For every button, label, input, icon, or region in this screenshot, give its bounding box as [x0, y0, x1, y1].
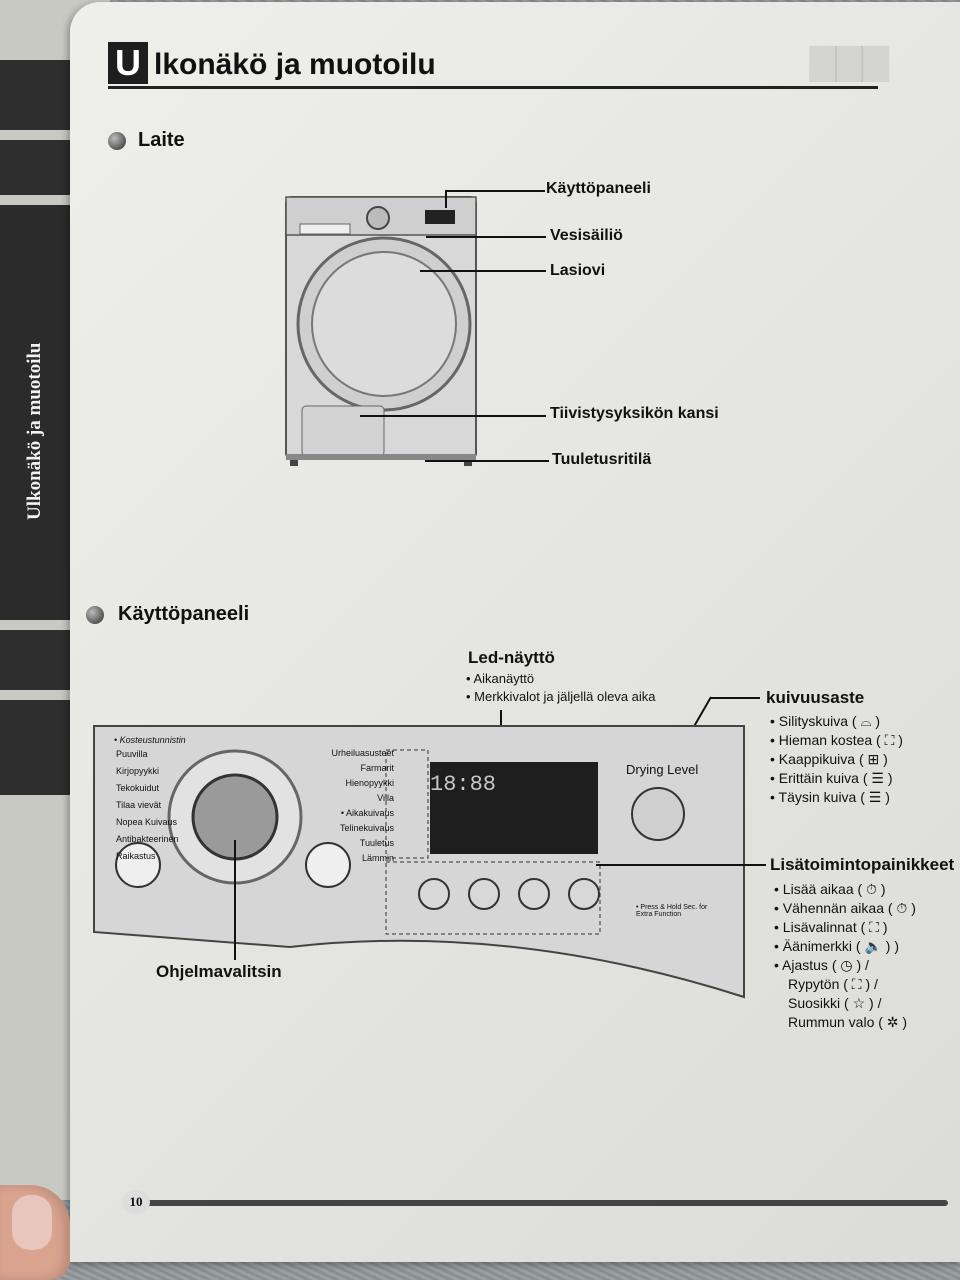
dryness-item: • Silityskuiva ( ⌓ )	[770, 713, 881, 729]
footer-rule	[128, 1200, 948, 1206]
led-item: • Merkkivalot ja jäljellä oleva aika	[466, 689, 656, 704]
previous-page-tab	[0, 60, 80, 130]
programs-left-list: Puuvilla Kirjopyykki Tekokuidut Tilaa vi…	[116, 749, 179, 861]
extra-item: • Äänimerkki ( 🔈 ) )	[774, 938, 900, 954]
extra-item: • Ajastus ( ◷ ) /	[774, 957, 869, 973]
control-panel-illustration	[93, 725, 745, 999]
led-list: • Aikanäyttö • Merkkivalot ja jäljellä o…	[466, 670, 656, 706]
label-vent-grille: Tuuletusritilä	[552, 451, 652, 468]
drying-level-knob-label: Drying Level	[626, 762, 699, 777]
extra-item: • Lisävalinnat ( ⛶ )	[774, 919, 888, 935]
extra-item: Suosikki ( ☆ ) /	[788, 995, 882, 1011]
title-underline	[108, 86, 878, 89]
led-title: Led-näyttö	[468, 648, 555, 667]
extra-functions-list: • Lisää aikaa ( ⏱ ) • Vähennän aikaa ( ⏱…	[774, 880, 916, 1032]
label-control-panel: Käyttöpaneeli	[546, 180, 651, 197]
manual-page: ▇▇▇ U lkonäkö ja muotoilu Laite Käyttöpa…	[70, 2, 960, 1262]
previous-page-tab	[0, 140, 80, 195]
page-number: 10	[122, 1190, 150, 1214]
title-initial-box: U	[108, 42, 148, 84]
dryness-item: • Täysin kuiva ( ☰ )	[770, 789, 890, 805]
previous-page-tab	[0, 700, 80, 795]
extra-functions-title: Lisätoimintopainikkeet	[770, 855, 955, 874]
extra-item: • Vähennän aikaa ( ⏱ )	[774, 900, 916, 916]
led-item: • Aikanäyttö	[466, 671, 535, 686]
led-display: 18:88	[430, 772, 497, 797]
label-glass-door: Lasiovi	[550, 262, 606, 279]
dryer-illustration	[285, 196, 477, 466]
label-water-tank: Vesisäiliö	[550, 227, 623, 244]
dryness-title: kuivuusaste	[766, 688, 865, 707]
chapter-side-tab	[0, 205, 75, 620]
previous-page-tab	[0, 630, 80, 690]
chapter-side-tab-label: Ulkonäkö ja muotoilu	[24, 342, 45, 520]
extra-item: • Lisää aikaa ( ⏱ )	[774, 881, 886, 897]
label-condenser-cover: Tiivistysyksikön kansi	[550, 405, 719, 422]
panel-header: • Kosteustunnistin	[114, 735, 186, 745]
dryness-item: • Hieman kostea ( ⛶ )	[770, 732, 903, 748]
fingernail	[12, 1195, 52, 1250]
program-selector-label: Ohjelmavalitsin	[156, 962, 282, 981]
extra-item: Rypytön ( ⛶ ) /	[788, 976, 878, 992]
section-bullet-icon	[86, 606, 104, 624]
programs-right-list: Urheiluasusteet Farmarit Hienopyykki Vil…	[331, 748, 394, 863]
dryness-item: • Kaappikuiva ( ⊞ )	[770, 751, 888, 767]
section-title-device: Laite	[138, 129, 185, 151]
button-note: • Press & Hold Sec. for Extra Function	[636, 904, 708, 918]
extra-item: Rummun valo ( ✲ )	[788, 1014, 908, 1030]
section-title-panel: Käyttöpaneeli	[118, 603, 250, 625]
section-bullet-icon	[108, 132, 126, 150]
dryness-list: • Silityskuiva ( ⌓ ) • Hieman kostea ( ⛶…	[770, 712, 903, 807]
dryness-item: • Erittäin kuiva ( ☰ )	[770, 770, 893, 786]
page-title: lkonäkö ja muotoilu	[154, 48, 436, 81]
